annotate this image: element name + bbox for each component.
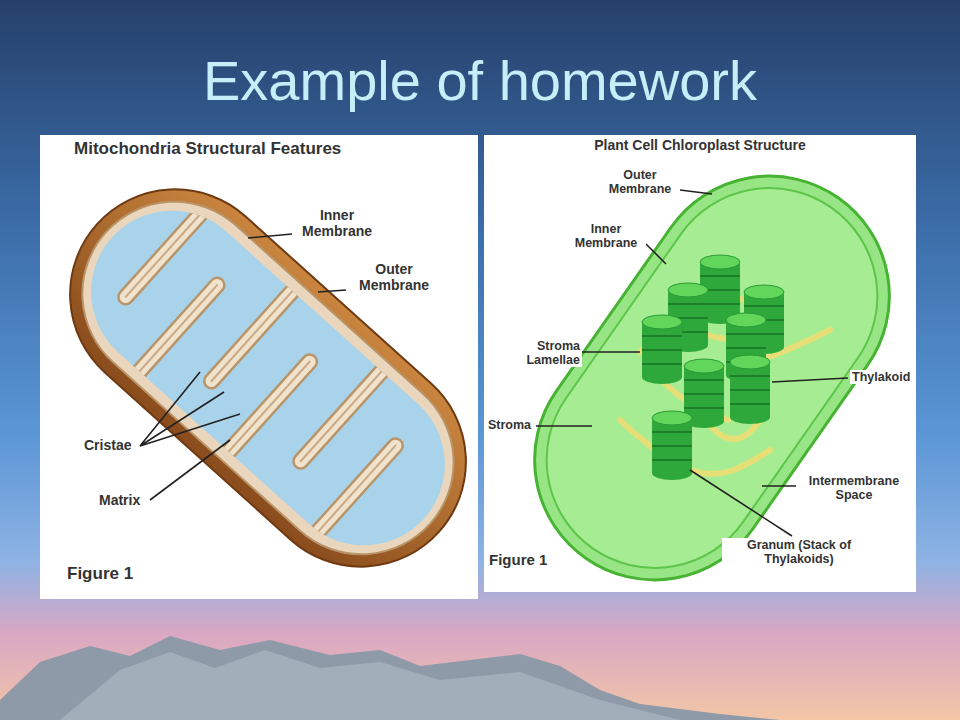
drawing-path: [312, 446, 396, 539]
drawing-path: [646, 244, 666, 264]
drawing-path: [772, 378, 848, 382]
drawing-ellipse: [684, 359, 724, 373]
drawing-path: [223, 362, 310, 459]
drawing-path: [126, 204, 210, 297]
drawing-g: [730, 355, 770, 424]
drawing-path: [690, 450, 770, 474]
panel-heading: Mitochondria Structural Features: [74, 139, 341, 159]
part-label: Granum (Stack of Thylakoids): [722, 538, 876, 566]
part-label: Inner Membrane: [566, 222, 646, 250]
part-label: Inner Membrane: [296, 208, 378, 239]
figure-panel: Mitochondria Structural FeaturesFigure 1: [40, 135, 478, 599]
drawing-ellipse: [726, 313, 766, 327]
drawing-path: [133, 285, 217, 378]
drawing-ellipse: [730, 355, 770, 369]
part-label: Matrix: [97, 493, 142, 509]
drawing-rect: [44, 164, 491, 592]
drawing-path: [301, 365, 388, 462]
drawing-g: [652, 411, 692, 480]
part-label: Outer Membrane: [350, 262, 438, 293]
drawing-path: [133, 285, 217, 378]
drawing-polygon: [60, 650, 680, 720]
drawing-ellipse: [642, 370, 682, 384]
drawing-path: [312, 446, 396, 539]
drawing-path: [212, 284, 299, 381]
drawing-path: [690, 470, 792, 536]
drawing-g: [89, 204, 432, 539]
drawing-ellipse: [642, 315, 682, 329]
part-label: Cristae: [82, 438, 133, 454]
drawing-ellipse: [652, 466, 692, 480]
drawing-path: [126, 204, 210, 297]
drawing-path: [133, 285, 217, 378]
drawing-g: [89, 204, 432, 539]
figure-caption: Figure 1: [489, 551, 547, 568]
part-label: Outer Membrane: [600, 168, 680, 196]
drawing-rect: [504, 146, 920, 611]
drawing-path: [150, 440, 230, 500]
drawing-ellipse: [668, 283, 708, 297]
drawing-path: [318, 290, 346, 292]
drawing-path: [301, 365, 388, 462]
part-label: Stroma: [486, 418, 533, 432]
leader-lines: [140, 190, 848, 536]
part-label: Stroma Lamellae: [514, 339, 582, 367]
panel-heading: Plant Cell Chloroplast Structure: [484, 137, 916, 153]
stroma-lamellae-drawing: [620, 296, 830, 474]
drawing-path: [140, 372, 240, 446]
drawing-path: [126, 204, 210, 297]
drawing-g: [89, 204, 432, 539]
part-label: Intermembrane Space: [798, 474, 910, 502]
drawing-path: [652, 432, 692, 460]
drawing-g: [89, 204, 432, 539]
drawing-ellipse: [700, 255, 740, 269]
drawing-path: [312, 446, 396, 539]
drawing-path: [248, 234, 292, 238]
drawing-ellipse: [652, 411, 692, 425]
figure-caption: Figure 1: [67, 564, 133, 584]
drawing-rect: [488, 129, 937, 627]
drawing-path: [680, 190, 712, 194]
chloroplast-figure: [488, 129, 937, 627]
drawing-path: [582, 351, 640, 353]
drawing-rect: [27, 146, 509, 610]
drawing-rect: [730, 362, 770, 417]
drawing-path: [223, 362, 310, 459]
drawing-path: [223, 362, 310, 459]
drawing-rect: [58, 177, 479, 578]
drawing-rect: [642, 322, 682, 377]
mitochondrion-figure: [27, 146, 509, 610]
drawing-path: [762, 485, 796, 487]
drawing-polygon: [0, 636, 780, 720]
grana-drawing: [642, 255, 784, 480]
drawing-g: [642, 315, 682, 384]
drawing-path: [642, 336, 682, 364]
drawing-rect: [684, 366, 724, 421]
drawing-path: [730, 376, 770, 404]
drawing-path: [536, 425, 592, 427]
drawing-path: [301, 365, 388, 462]
part-label: Thylakoid: [850, 370, 912, 384]
drawing-path: [212, 284, 299, 381]
drawing-ellipse: [744, 285, 784, 299]
slide-title: Example of homework: [0, 48, 960, 113]
drawing-rect: [652, 418, 692, 473]
drawing-ellipse: [730, 410, 770, 424]
drawing-path: [212, 284, 299, 381]
drawing-path: [684, 380, 724, 408]
